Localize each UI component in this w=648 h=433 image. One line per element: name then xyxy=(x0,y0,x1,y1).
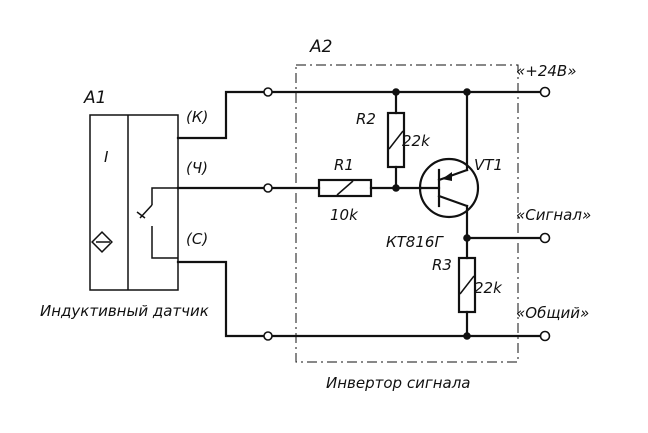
label-out-plus: «+24В» xyxy=(516,62,576,80)
junctions xyxy=(392,88,471,340)
label-r3: R3 xyxy=(432,256,452,274)
inductive-symbol-icon xyxy=(91,231,113,253)
block-a2-boundary xyxy=(295,64,519,363)
label-r2: R2 xyxy=(356,110,376,128)
label-r1: R1 xyxy=(334,156,354,174)
terminal-signal xyxy=(539,232,551,244)
label-block-caption: Инвертор сигнала xyxy=(326,374,470,392)
resistor-r2 xyxy=(386,111,406,169)
label-out-common: «Общий» xyxy=(516,304,589,322)
label-pin-c: (С) xyxy=(186,230,208,248)
label-r2-value: 22k xyxy=(402,132,431,150)
label-sensor-inner: I xyxy=(104,148,109,166)
label-r3-value: 22k xyxy=(474,279,503,297)
sensor-body xyxy=(89,114,179,291)
label-a1: A1 xyxy=(83,88,106,108)
terminal-plus24 xyxy=(539,86,551,98)
label-out-signal: «Сигнал» xyxy=(516,206,591,224)
label-pin-ch: (Ч) xyxy=(186,159,208,177)
transistor-vt1 xyxy=(418,157,480,219)
resistor-r1 xyxy=(317,178,373,198)
label-pin-k: (К) xyxy=(186,108,208,126)
label-r1-value: 10k xyxy=(330,206,359,224)
terminals xyxy=(263,86,551,342)
wire-c xyxy=(176,260,267,338)
terminal-common xyxy=(539,330,551,342)
emitter-arrow-icon xyxy=(442,172,452,181)
sensor-switch-icon xyxy=(136,187,178,259)
sensor-a1 xyxy=(89,114,179,291)
wire-k xyxy=(176,90,267,140)
resistor-r3 xyxy=(457,256,477,314)
label-a2: A2 xyxy=(309,37,332,57)
wiring xyxy=(176,90,541,338)
label-vt1: VT1 xyxy=(474,156,503,174)
label-vt1-type: КТ816Г xyxy=(386,233,444,251)
label-sensor-caption: Индуктивный датчик xyxy=(40,302,209,320)
